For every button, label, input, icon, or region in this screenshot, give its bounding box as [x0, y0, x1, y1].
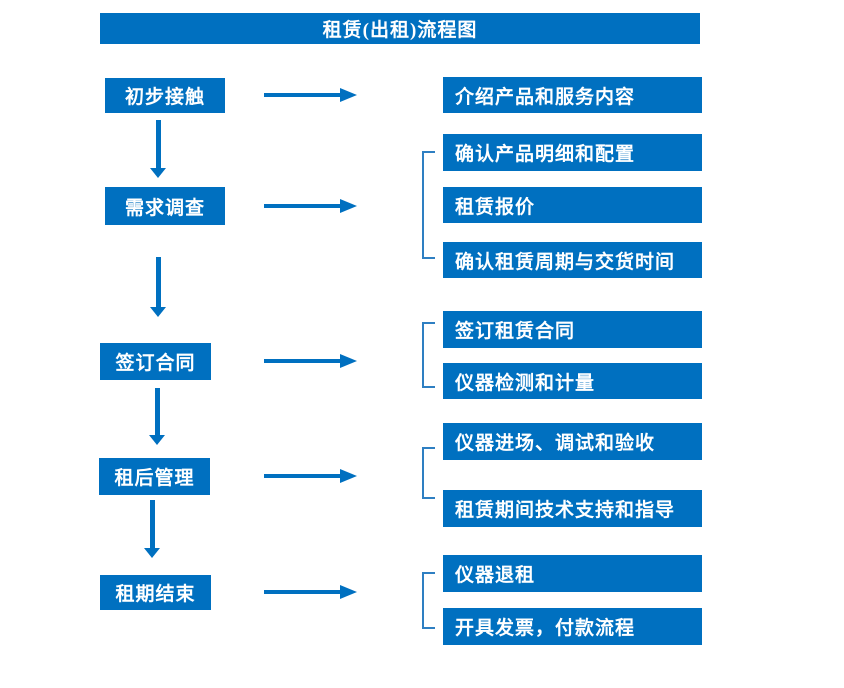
arrow-shaft — [264, 359, 342, 363]
step-label: 租后管理 — [114, 468, 195, 489]
detail-label: 确认租赁周期与交货时间 — [455, 251, 676, 273]
detail-instrument-testing: 仪器检测和计量 — [443, 363, 702, 399]
right-arrow-1 — [264, 88, 357, 102]
detail-instrument-return: 仪器退租 — [443, 555, 702, 592]
group-bracket-rental-end — [422, 572, 435, 629]
right-arrow-2 — [264, 199, 357, 213]
arrow-shaft — [264, 590, 342, 594]
detail-confirm-product-config: 确认产品明细和配置 — [443, 134, 702, 171]
detail-instrument-setup-acceptance: 仪器进场、调试和验收 — [443, 423, 702, 460]
detail-tech-support: 租赁期间技术支持和指导 — [443, 490, 702, 527]
step-post-rental-management: 租后管理 — [99, 458, 210, 495]
detail-rental-quotation: 租赁报价 — [443, 187, 702, 223]
right-arrow-5 — [264, 585, 357, 599]
down-arrow-4 — [144, 500, 160, 558]
detail-sign-rental-contract: 签订租赁合同 — [443, 311, 702, 348]
flowchart-title-banner: 租赁(出租)流程图 — [100, 13, 700, 44]
down-arrow-3 — [149, 388, 165, 445]
arrow-head — [150, 307, 166, 317]
right-arrow-3 — [264, 354, 357, 368]
arrow-head — [340, 88, 357, 102]
arrow-head — [340, 585, 357, 599]
group-bracket-post-rental — [422, 447, 435, 499]
detail-label: 确认产品明细和配置 — [455, 144, 636, 165]
step-label: 初步接触 — [124, 87, 205, 108]
arrow-head — [340, 354, 357, 368]
down-arrow-1 — [150, 120, 166, 178]
step-label: 需求调查 — [124, 197, 205, 219]
detail-label: 仪器进场、调试和验收 — [455, 433, 656, 454]
arrow-head — [340, 199, 357, 213]
detail-label: 开具发票，付款流程 — [455, 618, 636, 639]
detail-label: 仪器退租 — [455, 565, 536, 586]
arrow-shaft — [155, 257, 161, 307]
arrow-shaft — [264, 474, 342, 478]
flowchart-title: 租赁(出租)流程图 — [322, 20, 478, 41]
group-bracket-demand-survey — [422, 151, 435, 259]
down-arrow-2 — [150, 257, 166, 317]
step-sign-contract: 签订合同 — [100, 343, 211, 380]
step-initial-contact: 初步接触 — [105, 78, 225, 113]
step-label: 租期结束 — [115, 584, 196, 605]
arrow-head — [144, 548, 160, 558]
detail-invoice-payment: 开具发票，付款流程 — [443, 608, 702, 645]
arrow-shaft — [264, 204, 342, 208]
arrow-head — [150, 168, 166, 178]
right-arrow-4 — [264, 469, 357, 483]
detail-label: 租赁期间技术支持和指导 — [455, 500, 676, 521]
arrow-head — [340, 469, 357, 483]
detail-confirm-period-delivery: 确认租赁周期与交货时间 — [443, 242, 702, 278]
detail-label: 介绍产品和服务内容 — [455, 86, 636, 108]
detail-label: 仪器检测和计量 — [455, 372, 596, 394]
group-bracket-sign-contract — [422, 322, 435, 388]
step-demand-survey: 需求调查 — [105, 187, 225, 225]
arrow-shaft — [264, 93, 342, 97]
detail-label: 租赁报价 — [455, 196, 536, 218]
step-label: 签订合同 — [115, 353, 196, 374]
arrow-shaft — [149, 500, 155, 548]
arrow-shaft — [154, 388, 160, 435]
detail-introduce-products: 介绍产品和服务内容 — [443, 77, 702, 113]
step-rental-end: 租期结束 — [100, 575, 211, 610]
arrow-head — [149, 435, 165, 445]
detail-label: 签订租赁合同 — [455, 321, 576, 342]
arrow-shaft — [155, 120, 161, 168]
